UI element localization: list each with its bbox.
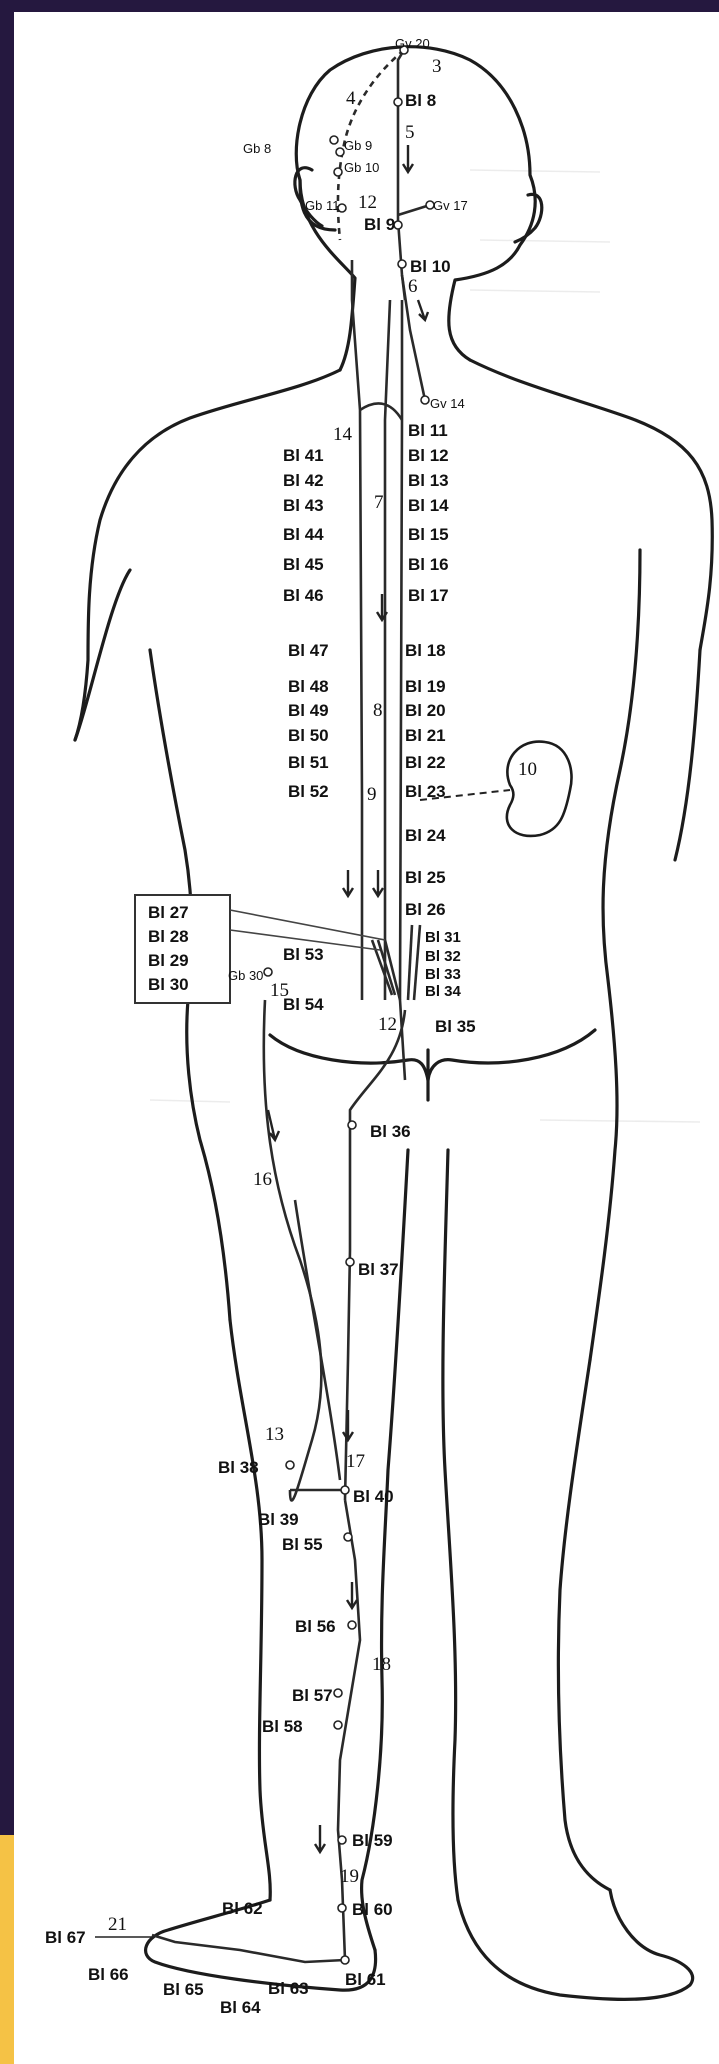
label-bl50: Bl 50 xyxy=(288,726,329,745)
label-bl43: Bl 43 xyxy=(283,496,324,515)
num-13: 13 xyxy=(265,1424,284,1445)
label-bl37: Bl 37 xyxy=(358,1260,399,1279)
label-bl18: Bl 18 xyxy=(405,641,446,660)
label-bl26: Bl 26 xyxy=(405,900,446,919)
num-7: 7 xyxy=(374,492,384,513)
num-10: 10 xyxy=(518,759,537,780)
label-gb11: Gb 11 xyxy=(305,198,339,213)
num-5: 5 xyxy=(405,122,415,143)
label-bl65: Bl 65 xyxy=(163,1980,204,1999)
label-bl55: Bl 55 xyxy=(282,1535,323,1554)
label-bl11: Bl 11 xyxy=(408,421,448,440)
num-18: 18 xyxy=(372,1654,391,1675)
label-bl49: Bl 49 xyxy=(288,701,329,720)
num-16: 16 xyxy=(253,1169,272,1190)
label-bl48: Bl 48 xyxy=(288,677,329,696)
num-17: 17 xyxy=(346,1451,365,1472)
label-bl23: Bl 23 xyxy=(405,782,446,801)
label-bl47: Bl 47 xyxy=(288,641,329,660)
label-gv14: Gv 14 xyxy=(430,396,465,411)
label-bl62: Bl 62 xyxy=(222,1899,263,1918)
num-14: 14 xyxy=(333,424,353,445)
label-bl30: Bl 30 xyxy=(148,975,189,994)
label-bl17: Bl 17 xyxy=(408,586,449,605)
num-21: 21 xyxy=(108,1914,127,1935)
label-bl64: Bl 64 xyxy=(220,1998,261,2017)
label-bl60: Bl 60 xyxy=(352,1900,393,1919)
kidney-shape xyxy=(507,742,572,836)
label-bl59: Bl 59 xyxy=(352,1831,393,1850)
label-bl27: Bl 27 xyxy=(148,903,189,922)
num-19: 19 xyxy=(340,1866,359,1887)
label-bl22: Bl 22 xyxy=(405,753,446,772)
label-gv20: Gv 20 xyxy=(395,36,430,51)
label-bl33: Bl 33 xyxy=(425,966,461,983)
label-bl45: Bl 45 xyxy=(283,555,324,574)
num-9: 9 xyxy=(367,784,377,805)
num-8: 8 xyxy=(373,700,383,721)
label-bl40: Bl 40 xyxy=(353,1487,394,1506)
num-6: 6 xyxy=(408,276,418,297)
label-gb30: Gb 30 xyxy=(228,968,263,983)
label-bl66: Bl 66 xyxy=(88,1965,129,1984)
label-bl13: Bl 13 xyxy=(408,471,449,490)
label-gb9: Gb 9 xyxy=(344,138,372,153)
label-bl19: Bl 19 xyxy=(405,677,446,696)
label-bl12: Bl 12 xyxy=(408,446,449,465)
num-4: 4 xyxy=(346,88,356,109)
label-bl46: Bl 46 xyxy=(283,586,324,605)
label-bl20: Bl 20 xyxy=(405,701,446,720)
label-bl61: Bl 61 xyxy=(345,1970,386,1989)
label-gv17: Gv 17 xyxy=(433,198,468,213)
label-bl41: Bl 41 xyxy=(283,446,324,465)
label-bl58: Bl 58 xyxy=(262,1717,303,1736)
label-gb10: Gb 10 xyxy=(344,160,379,175)
num-3: 3 xyxy=(432,56,442,77)
label-bl67: Bl 67 xyxy=(45,1928,86,1947)
label-gb8: Gb 8 xyxy=(243,141,271,156)
label-bl36: Bl 36 xyxy=(370,1122,411,1141)
label-bl51: Bl 51 xyxy=(288,753,329,772)
label-bl31: Bl 31 xyxy=(425,929,461,946)
label-bl10: Bl 10 xyxy=(410,257,451,276)
label-bl42: Bl 42 xyxy=(283,471,324,490)
label-bl8: Bl 8 xyxy=(405,91,436,110)
label-bl32: Bl 32 xyxy=(425,948,461,965)
label-bl16: Bl 16 xyxy=(408,555,449,574)
label-bl35: Bl 35 xyxy=(435,1017,476,1036)
label-bl14: Bl 14 xyxy=(408,496,449,515)
num-15: 15 xyxy=(270,980,289,1001)
label-bl34: Bl 34 xyxy=(425,983,462,1000)
label-bl44: Bl 44 xyxy=(283,525,324,544)
label-bl63: Bl 63 xyxy=(268,1979,309,1998)
label-bl21: Bl 21 xyxy=(405,726,446,745)
label-bl29: Bl 29 xyxy=(148,951,189,970)
label-bl52: Bl 52 xyxy=(288,782,329,801)
label-bl9: Bl 9 xyxy=(364,215,395,234)
label-bl39: Bl 39 xyxy=(258,1510,299,1529)
label-bl57: Bl 57 xyxy=(292,1686,333,1705)
label-bl25: Bl 25 xyxy=(405,868,446,887)
label-bl15: Bl 15 xyxy=(408,525,449,544)
label-bl28: Bl 28 xyxy=(148,927,189,946)
num-12-sacral: 12 xyxy=(378,1014,397,1035)
label-bl38: Bl 38 xyxy=(218,1458,259,1477)
label-bl24: Bl 24 xyxy=(405,826,446,845)
label-bl56: Bl 56 xyxy=(295,1617,336,1636)
label-bl54: Bl 54 xyxy=(283,995,324,1014)
num-12-head: 12 xyxy=(358,192,377,213)
label-bl53: Bl 53 xyxy=(283,945,324,964)
